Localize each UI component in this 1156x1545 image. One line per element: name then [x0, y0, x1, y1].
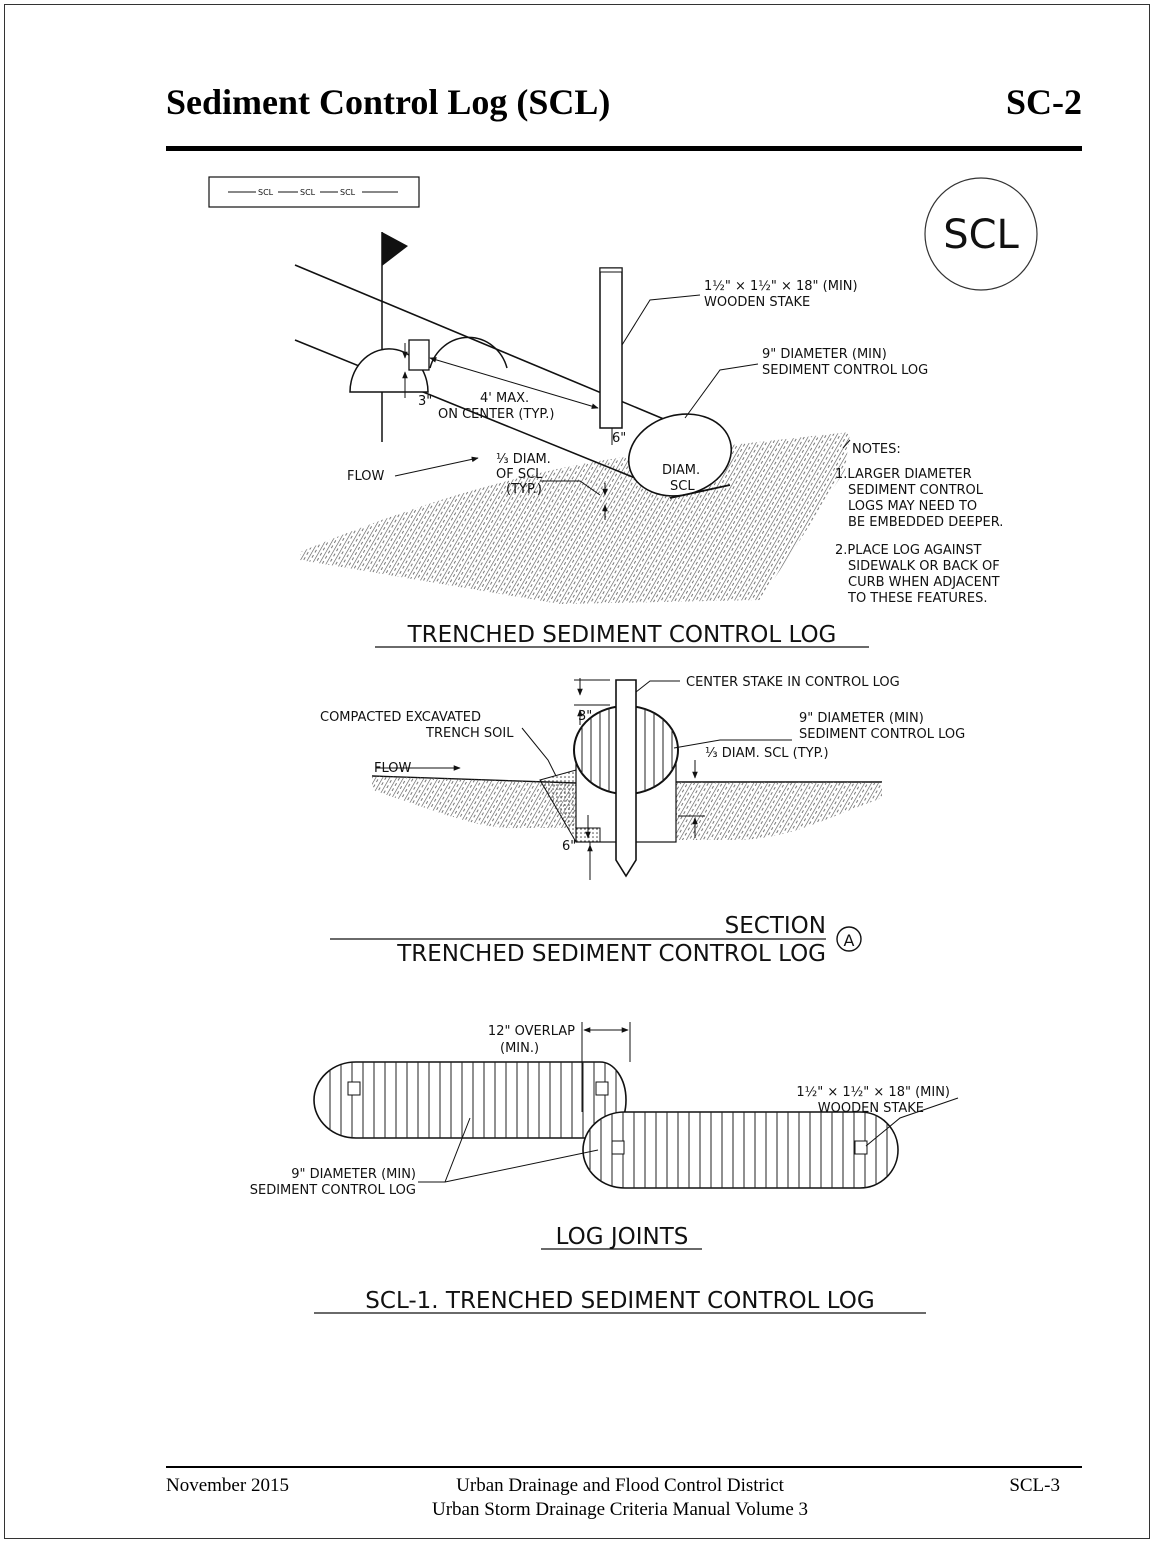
- section-caption-bottom: TRENCHED SEDIMENT CONTROL LOG: [396, 941, 826, 967]
- footer-page-number: SCL-3: [1009, 1475, 1060, 1496]
- compacted-label-2: TRENCH SOIL: [425, 726, 514, 741]
- third-diam-1: ⅓ DIAM.: [496, 452, 551, 467]
- overlap-label-2: (MIN.): [500, 1041, 539, 1056]
- footer-org: Urban Drainage and Flood Control Distric…: [456, 1475, 784, 1496]
- figure3-caption: LOG JOINTS: [556, 1224, 689, 1250]
- section-dim-3: 3": [578, 709, 592, 724]
- page-title: Sediment Control Log (SCL): [166, 82, 611, 122]
- note-line-3: LOGS MAY NEED TO: [848, 499, 977, 514]
- line-legend: SCL SCL SCL: [208, 176, 420, 208]
- section-flag: [382, 232, 408, 266]
- joint-log-label-1: 9" DIAMETER (MIN): [291, 1167, 416, 1182]
- page-border: [4, 4, 1150, 1539]
- note-line-2: SEDIMENT CONTROL: [848, 483, 984, 498]
- header-rule: [166, 146, 1082, 151]
- page-header: Sediment Control Log (SCL) SC-2: [166, 82, 1082, 152]
- scl-symbol-label: SCL: [943, 212, 1019, 258]
- section-third-label: ⅓ DIAM. SCL (TYP.): [705, 746, 829, 761]
- note-line-1: 1.LARGER DIAMETER: [835, 467, 972, 482]
- joint-log-left: [313, 1061, 627, 1139]
- log-label-1: 9" DIAMETER (MIN): [762, 347, 887, 362]
- ground-hatch-left: [372, 776, 576, 829]
- section-log-label-1: 9" DIAMETER (MIN): [799, 711, 924, 726]
- section-marker-label: A: [386, 244, 394, 257]
- section-flow-label: FLOW: [374, 761, 411, 776]
- footer-manual: Urban Storm Drainage Criteria Manual Vol…: [431, 1499, 809, 1520]
- center-stake: [615, 679, 637, 878]
- note-line-4: BE EMBEDDED DEEPER.: [848, 515, 1003, 530]
- log-label-2: SEDIMENT CONTROL LOG: [762, 363, 928, 378]
- third-diam-2: OF SCL: [496, 467, 543, 482]
- dim-6-label: 6": [612, 431, 626, 446]
- overlap-label-1: 12" OVERLAP: [488, 1024, 575, 1039]
- footer-center: Urban Drainage and Flood Control Distric…: [330, 1474, 910, 1522]
- section-caption-marker: A: [844, 931, 855, 950]
- figure1-caption: TRENCHED SEDIMENT CONTROL LOG: [407, 622, 837, 648]
- note-line-8: TO THESE FEATURES.: [847, 591, 988, 606]
- spacing-label-2: ON CENTER (TYP.): [438, 407, 554, 422]
- ground-hatch-1: [300, 432, 850, 604]
- joint-stake-label-2: WOODEN STAKE: [818, 1101, 924, 1116]
- center-stake-label: CENTER STAKE IN CONTROL LOG: [686, 675, 900, 690]
- flow-label: FLOW: [347, 469, 384, 484]
- section-log-label-2: SEDIMENT CONTROL LOG: [799, 727, 965, 742]
- joint-log-label-2: SEDIMENT CONTROL LOG: [250, 1183, 416, 1198]
- diam-label-2: SCL: [670, 479, 695, 494]
- notes-title: NOTES:: [852, 442, 901, 457]
- note-line-7: CURB WHEN ADJACENT: [848, 575, 1000, 590]
- note-line-6: SIDEWALK OR BACK OF: [848, 559, 1000, 574]
- footer-rule: [166, 1466, 1082, 1468]
- legend-label-3: SCL: [340, 188, 356, 197]
- third-diam-3: (TYP.): [506, 482, 542, 497]
- spacing-label-1: 4' MAX.: [480, 391, 529, 406]
- stake-label-1: 1½" × 1½" × 18" (MIN): [704, 279, 858, 294]
- dim-3-label: 3": [418, 394, 432, 409]
- stake-label-2: WOODEN STAKE: [704, 295, 810, 310]
- figure-title: SCL-1. TRENCHED SEDIMENT CONTROL LOG: [365, 1288, 874, 1314]
- legend-label-2: SCL: [300, 188, 316, 197]
- ground-hatch-right: [676, 782, 882, 840]
- compacted-label-1: COMPACTED EXCAVATED: [320, 710, 481, 725]
- scl-symbol: SCL: [924, 177, 1038, 291]
- footer-date: November 2015: [166, 1475, 289, 1496]
- joint-stake-label-1: 1½" × 1½" × 18" (MIN): [796, 1085, 950, 1100]
- wooden-stake: [599, 267, 623, 429]
- legend-label-1: SCL: [258, 188, 274, 197]
- section-dim-6: 6": [562, 839, 576, 854]
- joint-log-right: [582, 1111, 899, 1189]
- section-caption-top: SECTION: [725, 913, 826, 939]
- diam-label-1: DIAM.: [662, 463, 700, 478]
- note-line-5: 2.PLACE LOG AGAINST: [835, 543, 982, 558]
- section-code: SC-2: [1005, 82, 1082, 122]
